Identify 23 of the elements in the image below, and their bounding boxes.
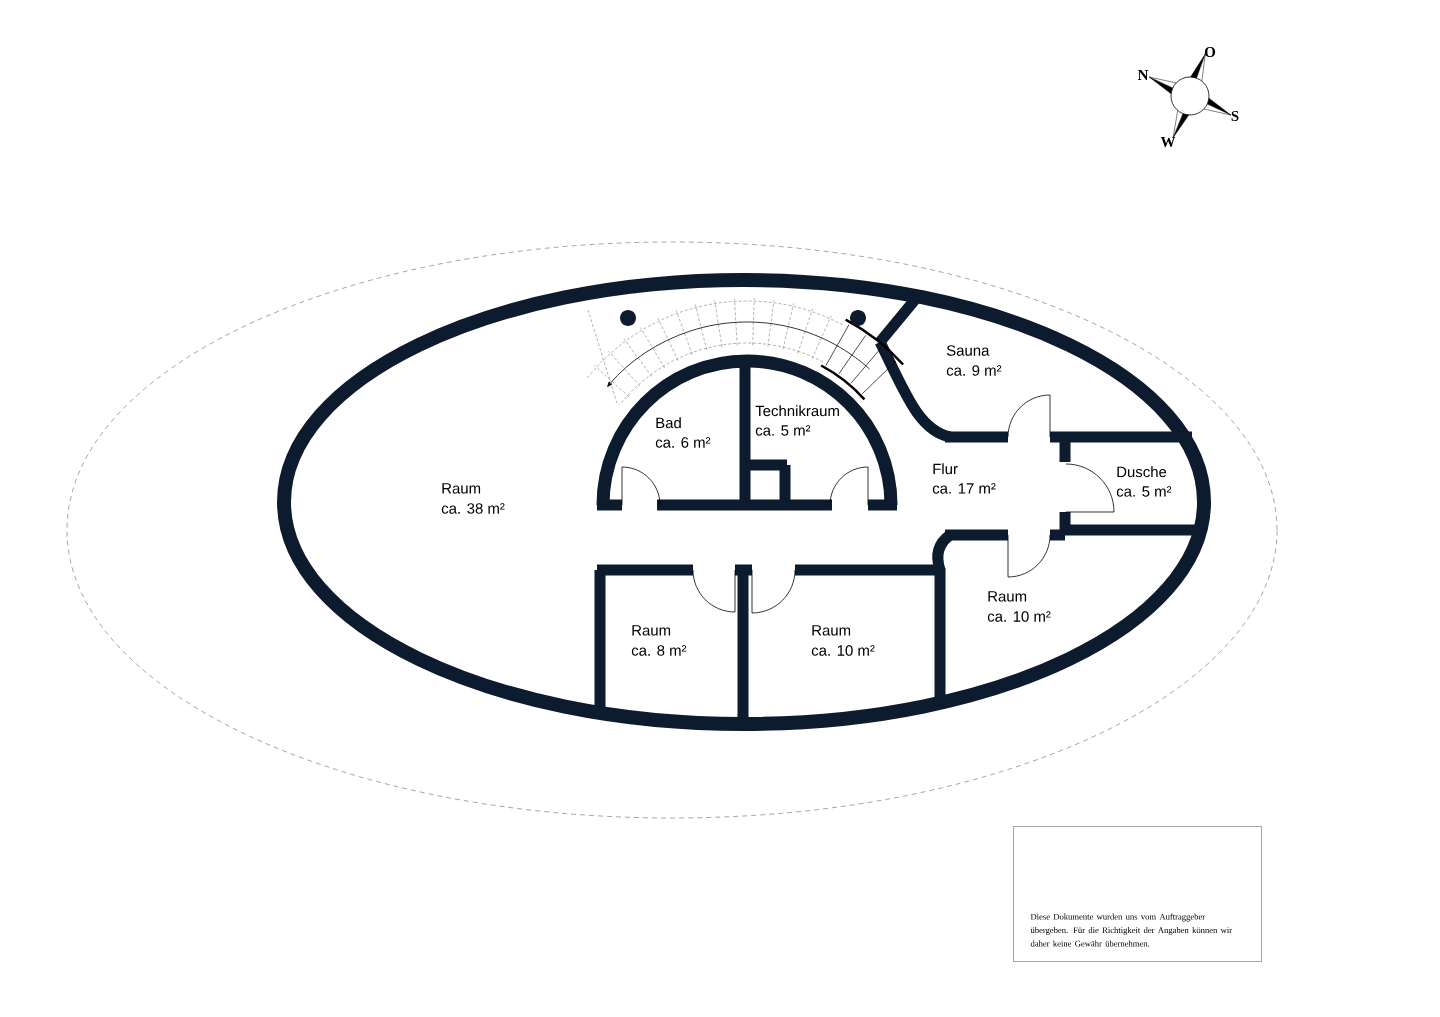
room-name: Raum — [812, 625, 851, 636]
room-area: ca. 17 m² — [932, 483, 996, 494]
room-area: ca. 8 m² — [631, 645, 687, 656]
room-name: Raum — [988, 591, 1027, 602]
disclaimer-box: Diese Dokumente wurden uns vom Auftraggeber übergeben. Für die Richtigkeit der Angaben können wir daher keine Gewähr übernehmen. — [1013, 826, 1262, 962]
compass-letter: S — [1231, 110, 1239, 121]
room-name: Sauna — [946, 345, 990, 356]
room-area: ca. 10 m² — [811, 645, 875, 656]
room-area: ca. 5 m² — [1116, 486, 1172, 497]
room-name: Dusche — [1117, 466, 1167, 478]
room-name: Raum — [442, 483, 481, 494]
compass-letter: O — [1204, 46, 1216, 57]
room-area: ca. 5 m² — [755, 425, 811, 436]
compass-letter: W — [1160, 137, 1176, 147]
room-area: ca. 38 m² — [441, 503, 505, 514]
room-name: Bad — [656, 417, 681, 429]
compass-letter: N — [1137, 70, 1149, 80]
room-area: ca. 10 m² — [987, 611, 1051, 622]
room-area: ca. 9 m² — [946, 365, 1002, 376]
room-area: ca. 6 m² — [655, 437, 711, 448]
room-name: Flur — [933, 463, 958, 475]
room-name: Raum — [632, 625, 671, 636]
room-name: Technikraum — [755, 405, 839, 417]
